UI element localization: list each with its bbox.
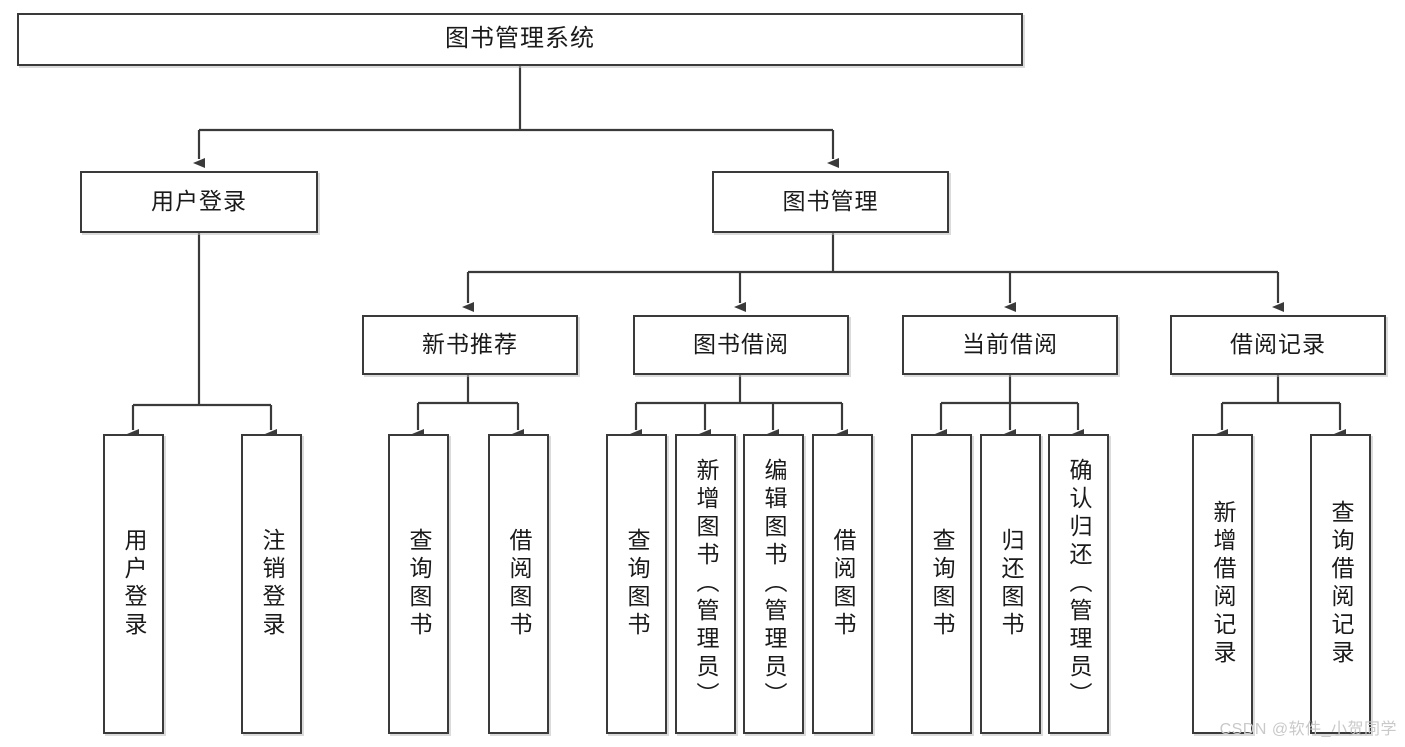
leaf-user-logout-label: 注销登录 — [259, 528, 285, 640]
leaf-borrow-query-book[interactable]: 查询图书 — [606, 434, 667, 734]
leaf-new-book-borrow-book-label: 借阅图书 — [506, 528, 532, 640]
node-book-management[interactable]: 图书管理 — [712, 171, 949, 233]
node-root[interactable]: 图书管理系统 — [17, 13, 1023, 66]
leaf-records-add-record[interactable]: 新增借阅记录 — [1192, 434, 1253, 734]
node-user-login-label: 用户登录 — [151, 188, 247, 215]
node-book-borrow-label: 图书借阅 — [693, 331, 789, 358]
leaf-current-return-book-label: 归还图书 — [998, 528, 1024, 640]
leaf-current-query-book[interactable]: 查询图书 — [911, 434, 972, 734]
node-user-login[interactable]: 用户登录 — [80, 171, 318, 233]
leaf-new-book-query-book-label: 查询图书 — [406, 528, 432, 640]
leaf-current-confirm-return-admin-label: 确认归还（管理员） — [1066, 458, 1092, 710]
node-book-borrow[interactable]: 图书借阅 — [633, 315, 849, 375]
node-borrow-records[interactable]: 借阅记录 — [1170, 315, 1386, 375]
leaf-borrow-borrow-book-label: 借阅图书 — [830, 528, 856, 640]
leaf-current-confirm-return-admin[interactable]: 确认归还（管理员） — [1048, 434, 1109, 734]
leaf-user-login[interactable]: 用户登录 — [103, 434, 164, 734]
leaf-user-login-label: 用户登录 — [121, 528, 147, 640]
node-current-borrow[interactable]: 当前借阅 — [902, 315, 1118, 375]
leaf-records-add-record-label: 新增借阅记录 — [1210, 500, 1236, 668]
node-book-management-label: 图书管理 — [782, 188, 879, 215]
leaf-user-logout[interactable]: 注销登录 — [241, 434, 302, 734]
leaf-records-query-record-label: 查询借阅记录 — [1328, 500, 1354, 668]
leaf-borrow-add-book-admin[interactable]: 新增图书（管理员） — [675, 434, 736, 734]
leaf-borrow-borrow-book[interactable]: 借阅图书 — [812, 434, 873, 734]
node-new-book-recommend[interactable]: 新书推荐 — [362, 315, 578, 375]
watermark: CSDN @软件_小贺同学 — [1219, 721, 1397, 738]
leaf-borrow-add-book-admin-label: 新增图书（管理员） — [693, 458, 719, 710]
leaf-current-query-book-label: 查询图书 — [929, 528, 955, 640]
leaf-current-return-book[interactable]: 归还图书 — [980, 434, 1041, 734]
leaf-new-book-query-book[interactable]: 查询图书 — [388, 434, 449, 734]
node-borrow-records-label: 借阅记录 — [1230, 331, 1326, 358]
node-root-label: 图书管理系统 — [445, 25, 595, 53]
leaf-borrow-edit-book-admin[interactable]: 编辑图书（管理员） — [743, 434, 804, 734]
leaf-borrow-query-book-label: 查询图书 — [624, 528, 650, 640]
node-current-borrow-label: 当前借阅 — [962, 331, 1058, 358]
leaf-borrow-edit-book-admin-label: 编辑图书（管理员） — [761, 458, 787, 710]
leaf-records-query-record[interactable]: 查询借阅记录 — [1310, 434, 1371, 734]
leaf-new-book-borrow-book[interactable]: 借阅图书 — [488, 434, 549, 734]
node-new-book-recommend-label: 新书推荐 — [422, 331, 518, 358]
